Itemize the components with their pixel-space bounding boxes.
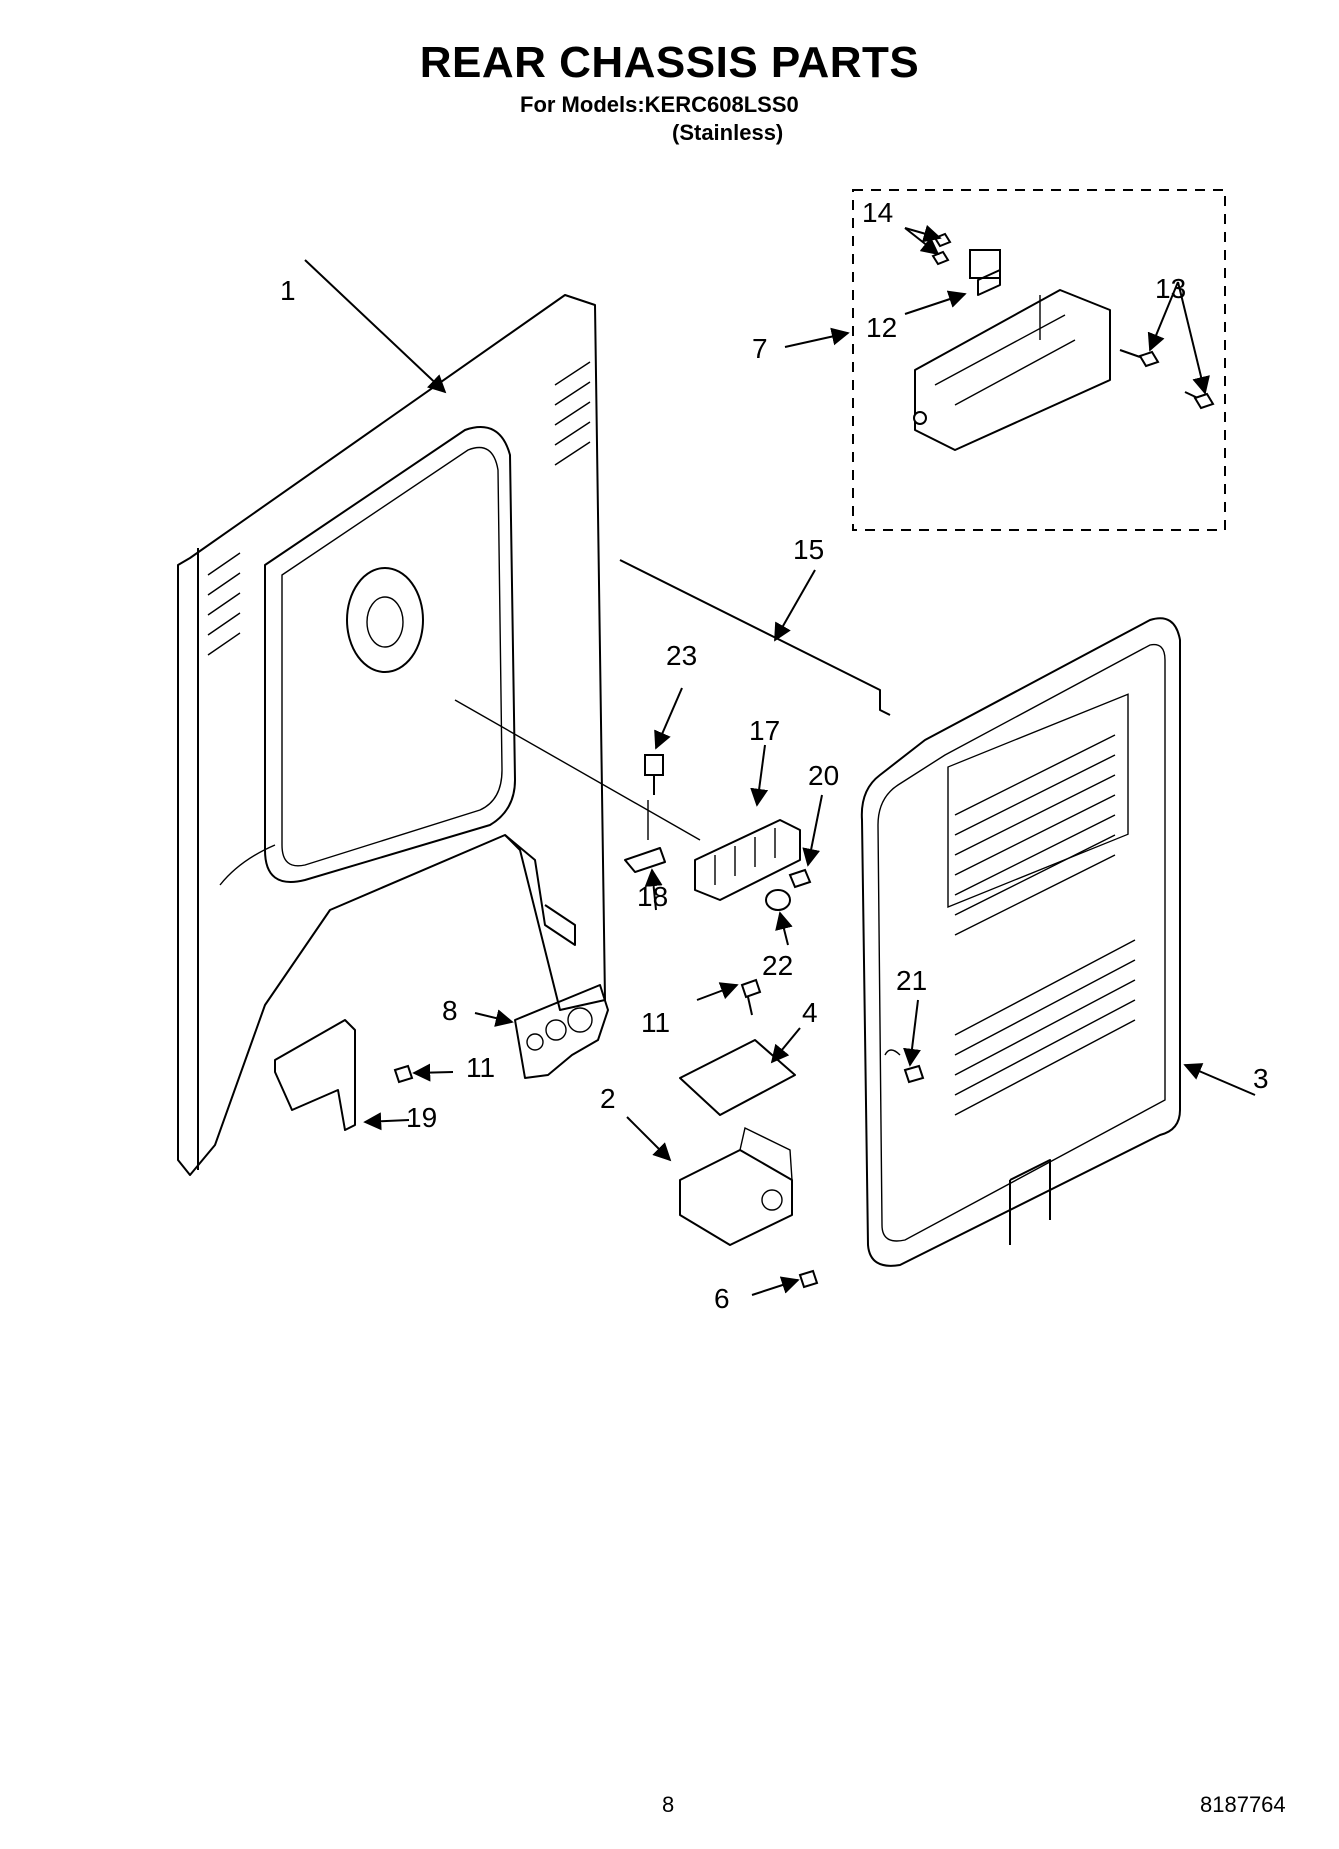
page-title: REAR CHASSIS PARTS	[419, 38, 920, 87]
callout-21: 21	[896, 965, 927, 996]
callout-11-left: 11	[466, 1052, 495, 1083]
callout-6: 6	[714, 1283, 730, 1314]
finish-line: (Stainless)	[672, 120, 784, 145]
page-number: 8	[662, 1792, 675, 1817]
callout-19: 19	[406, 1102, 437, 1133]
callout-2: 2	[600, 1083, 616, 1114]
callout-11-center: 11	[641, 1007, 670, 1038]
rear-panel-part	[177, 294, 701, 1176]
callout-7: 7	[752, 333, 768, 364]
callout-13: 13	[1155, 273, 1186, 304]
callout-3: 3	[1253, 1063, 1269, 1094]
callout-18: 18	[637, 881, 668, 912]
callout-14: 14	[862, 197, 893, 228]
bracket-part-8	[514, 984, 609, 1079]
side-panel-part	[860, 617, 1181, 1267]
callout-20: 20	[808, 760, 839, 791]
callout-labels: 1 2 3 4 6 7 8 11 11 12 13 14 15 17 18 19…	[280, 197, 1269, 1314]
box-parts	[679, 1039, 819, 1289]
doc-number: 8187764	[1200, 1792, 1286, 1817]
rod-part	[619, 559, 891, 716]
callout-23: 23	[666, 640, 697, 671]
bracket-part-19	[274, 1019, 414, 1131]
callout-15: 15	[793, 534, 824, 565]
callout-12: 12	[866, 312, 897, 343]
callout-22: 22	[762, 950, 793, 981]
small-parts-center	[624, 754, 812, 1016]
callout-1: 1	[280, 275, 296, 306]
callout-17: 17	[749, 715, 780, 746]
models-line: For Models:KERC608LSS0	[520, 92, 799, 117]
callout-4: 4	[802, 997, 818, 1028]
terminal-block-inset	[852, 189, 1226, 531]
callout-8: 8	[442, 995, 458, 1026]
leader-lines	[304, 224, 1256, 1296]
